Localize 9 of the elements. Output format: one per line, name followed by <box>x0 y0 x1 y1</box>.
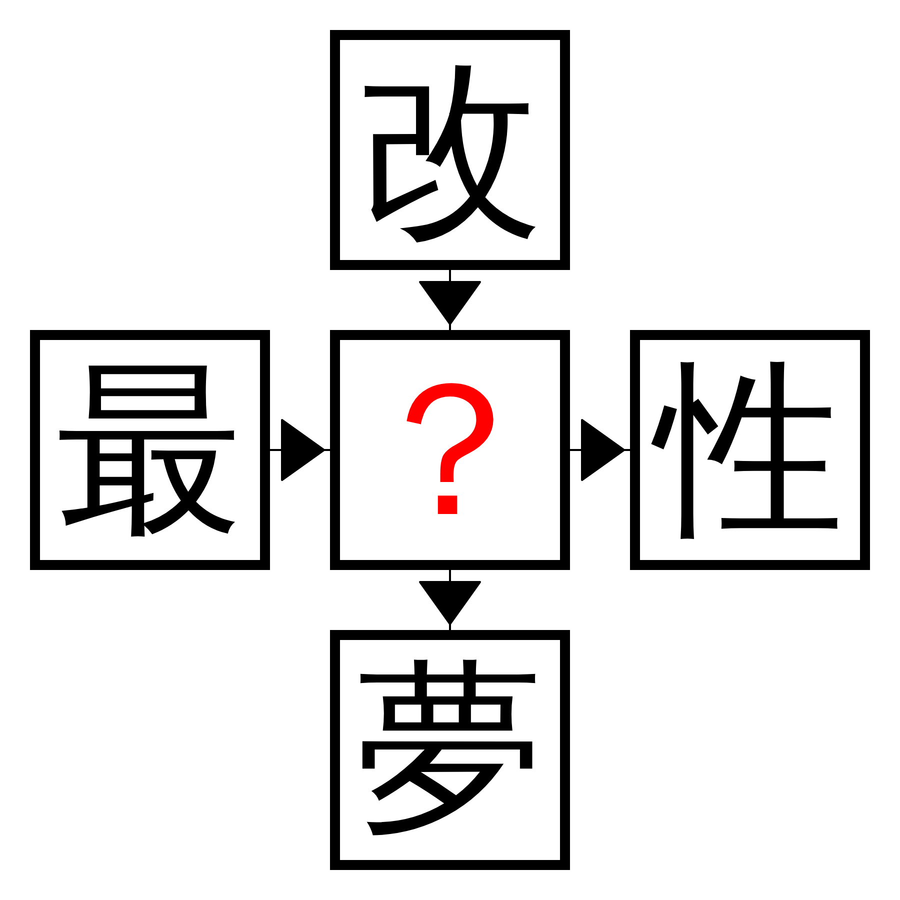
character-box: 夢 <box>330 630 570 870</box>
character-box: 最 <box>30 330 270 570</box>
character-box: 改 <box>330 30 570 270</box>
character-box: ？ <box>330 330 570 570</box>
arrow <box>419 570 481 630</box>
arrow <box>419 270 481 330</box>
arrow <box>270 419 330 481</box>
character-box: 性 <box>630 330 870 570</box>
arrow <box>570 419 630 481</box>
